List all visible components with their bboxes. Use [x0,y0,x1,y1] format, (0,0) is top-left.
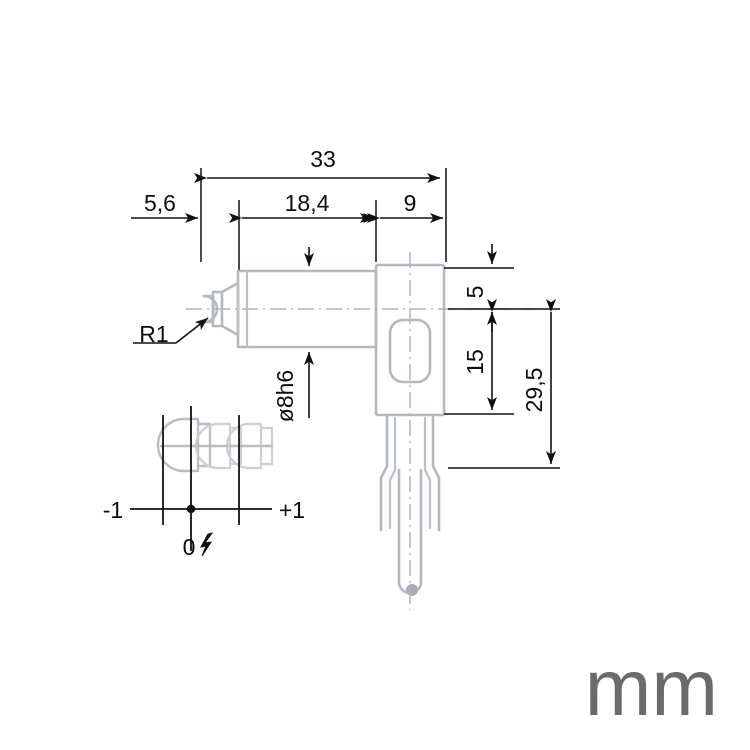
dimension-label-top-offset: 5 [462,286,488,299]
dimension-total-height [448,299,560,469]
dimension-label-total-height: 29,5 [521,368,547,413]
dimension-body-height [444,299,514,415]
dimension-label-shaft-diameter: ø8h6 [272,370,298,422]
dimension-label-shaft-offset: 5,6 [144,190,176,216]
dimension-label-total-length: 33 [310,146,336,172]
dimension-label-body-width: 9 [404,190,417,216]
cable-end-dot [406,584,418,596]
tolerance-label-plus-one: +1 [279,497,305,523]
unit-label: mm [585,643,718,732]
lightning-bolt-icon [200,532,214,557]
tolerance-label-zero: 0 [183,534,196,560]
dimension-tip-radius-leader [133,317,209,344]
tolerance-label-minus-one: -1 [103,497,123,523]
dimension-total-length [194,168,447,262]
dimension-shaft-length [229,200,377,270]
dimension-label-body-height: 15 [462,349,488,375]
dimension-label-tip-radius: R1 [139,321,168,347]
zero-point-marker [186,504,196,514]
dimension-label-shaft-length: 18,4 [285,190,330,216]
tolerance-scale-diagram [130,406,274,551]
